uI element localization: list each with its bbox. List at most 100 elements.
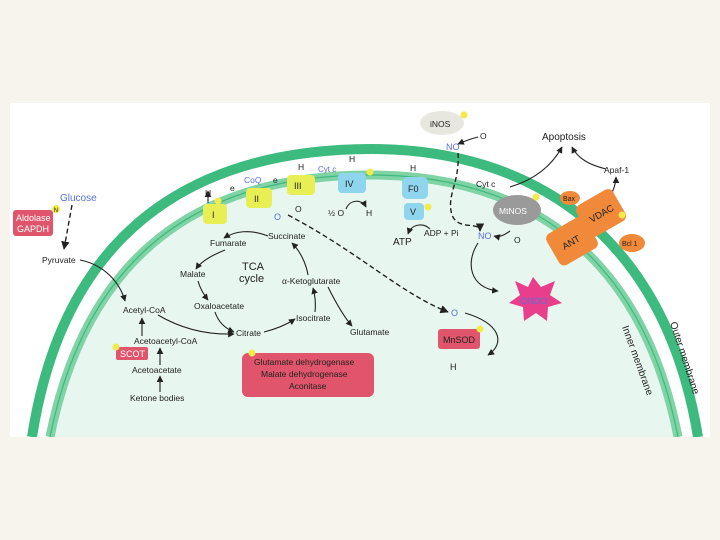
h-plus-label: H: [298, 162, 304, 172]
succinate-to-fumarate-arrow: [223, 231, 269, 239]
mnos-oval: [493, 195, 541, 225]
bax-oval: [560, 191, 580, 205]
complex-i: [203, 204, 227, 224]
half-o2-label: ½ O: [328, 208, 344, 218]
inos-label: iNOS: [430, 119, 451, 129]
enzyme-label: Glutamate dehydrogenase: [254, 357, 354, 367]
no-dashed-arrow: [449, 152, 485, 232]
glucose-label: Glucose: [60, 193, 97, 204]
f0-label: F0: [408, 184, 419, 194]
adp-pi-label: ADP + Pi: [424, 228, 459, 238]
n-badge: [476, 325, 484, 333]
malate-to-oxaloacetate-arrow: [197, 280, 209, 301]
o2-label: O: [295, 204, 302, 214]
n-badge: [52, 205, 60, 213]
inos-o2-arrow: [457, 136, 479, 145]
glucose-to-pyruvate-arrow: [61, 204, 73, 250]
v-label: V: [410, 207, 416, 217]
h-plus-label: H: [410, 163, 416, 173]
aketoglutarate-to-glutamate-arrow: [327, 286, 353, 327]
onoo-star: [509, 277, 562, 321]
n-badge: [366, 168, 374, 176]
complex-ii: [246, 188, 272, 208]
coq-label: CoQ: [244, 175, 262, 185]
malate-label: Malate: [180, 269, 206, 279]
enzymes-box: [242, 353, 374, 397]
apaf1-label: Apaf-1: [604, 165, 629, 175]
inos-oval: [420, 111, 464, 135]
complex-iii: [287, 175, 315, 195]
n-badge: [248, 349, 256, 357]
mitochondria-diagram: Glucose Aldolase GAPDH N Pyruvate Acetyl…: [10, 103, 710, 437]
isocitrate-label: Isocitrate: [296, 313, 331, 323]
tca-label-line1: TCA: [242, 261, 265, 273]
apoptosis-label: Apoptosis: [542, 132, 586, 143]
tca-label-line2: cycle: [239, 273, 264, 285]
complex-iv: [338, 173, 366, 193]
mnsod-box: [438, 329, 480, 349]
o2-radical-label: O: [451, 308, 458, 318]
ketone-bodies-label: Ketone bodies: [130, 393, 184, 403]
n-badge: [618, 211, 626, 219]
no-label: NO: [478, 231, 492, 241]
o2-label: O: [480, 131, 487, 141]
n-badge: [214, 197, 222, 205]
acetoacetate-label: Acetoacetate: [132, 365, 182, 375]
cytc-label: Cyt c: [318, 165, 336, 174]
n-badge: [532, 193, 540, 201]
e-minus-label: e: [230, 183, 235, 193]
e-minus-label: e: [273, 175, 278, 185]
atp-label: ATP: [393, 237, 412, 248]
complex-ii-label: II: [254, 194, 259, 204]
h-plus-label: H: [349, 154, 355, 164]
scot-label: SCOT: [120, 349, 146, 359]
pyruvate-label: Pyruvate: [42, 255, 76, 265]
o2-to-h2o-arrow: [345, 200, 367, 210]
gapdh-label: GAPDH: [17, 224, 49, 234]
onoo-label: ONOO: [520, 296, 548, 306]
isocitrate-to-aketoglutarate-arrow: [311, 287, 318, 313]
outer-membrane: [27, 143, 703, 437]
cytc-out-label: Cyt c: [476, 179, 496, 189]
complex-iv-label: IV: [345, 179, 354, 189]
citrate-to-isocitrate-arrow: [263, 318, 296, 333]
fumarate-to-malate-arrow: [195, 249, 226, 270]
h2o-label: H: [366, 208, 372, 218]
f0-complex: [402, 177, 428, 199]
bcl1-label: Bcl 1: [622, 241, 638, 248]
a-ketoglutarate-label: α-Ketoglutarate: [282, 276, 341, 286]
pyruvate-to-acetylcoa-arrow: [79, 259, 127, 302]
n-badge: [112, 343, 120, 351]
complex-i-label: I: [212, 210, 215, 220]
oxaloacetate-label: Oxaloacetate: [194, 301, 244, 311]
vdac-channel: [576, 189, 626, 237]
bax-label: Bax: [563, 196, 576, 203]
bcl1-oval: [619, 234, 645, 252]
mnos-label: MtNOS: [499, 206, 527, 216]
scot-box: [116, 347, 148, 360]
oxaloacetate-to-citrate-arrow: [214, 311, 235, 333]
cytc-to-apoptosis-arrow: [509, 146, 563, 188]
mnsod-label: MnSOD: [443, 335, 476, 345]
acetylcoa-to-citrate-arrow: [157, 314, 235, 338]
n-badge-label: N: [54, 208, 58, 214]
o2-label: O: [514, 235, 521, 245]
glutamate-label: Glutamate: [350, 327, 389, 337]
adp-to-atp-arrow: [406, 224, 431, 235]
superoxide-dashed-arrow: [287, 214, 449, 314]
fumarate-label: Fumarate: [210, 238, 247, 248]
o2-radical-label: O: [274, 212, 281, 222]
aldolase-gapdh-box: [13, 210, 53, 236]
superoxide-to-h2o2-arrow: [464, 312, 499, 356]
v-complex: [404, 203, 424, 220]
ant-channel: [546, 216, 598, 266]
apaf1-to-apoptosis-arrow: [571, 146, 607, 170]
complex-iii-label: III: [294, 181, 302, 191]
acetoacetyl-coa-label: Acetoacetyl-CoA: [134, 336, 198, 346]
succinate-label: Succinate: [268, 231, 306, 241]
aldolase-label: Aldolase: [16, 213, 51, 223]
no-label: NO: [446, 142, 460, 152]
enzyme-label: Malate dehydrogenase: [261, 369, 348, 379]
citrate-label: Citrate: [236, 328, 261, 338]
